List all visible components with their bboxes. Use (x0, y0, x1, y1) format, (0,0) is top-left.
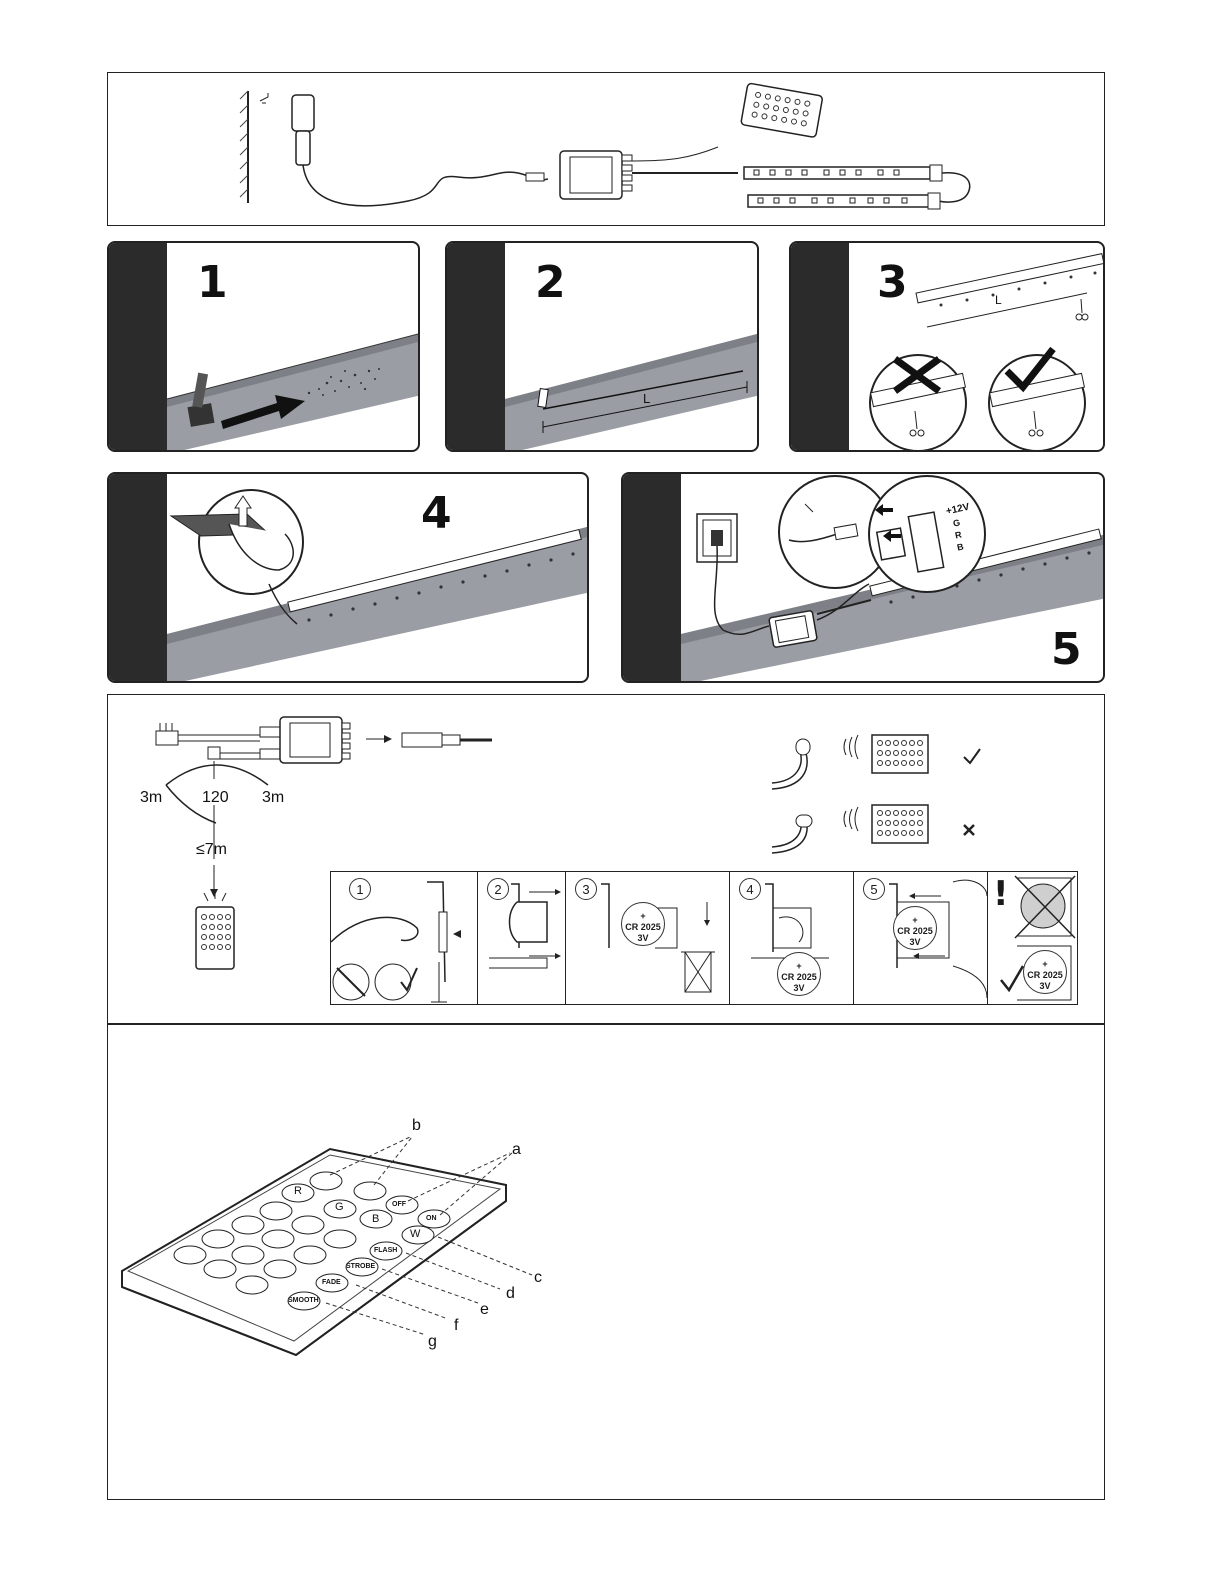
step-4-panel: 4 (107, 472, 589, 683)
callout-d: d (506, 1285, 515, 1303)
step-5-panel: 5 +12V G R B (621, 472, 1105, 683)
battery-type: CR 2025 (1024, 970, 1066, 981)
button-b: B (372, 1213, 379, 1225)
callout-c: c (534, 1269, 542, 1287)
battery-type: CR 2025 (778, 972, 820, 983)
measure-length-illustration (447, 243, 759, 452)
battery-step-5: 5 + CR 2025 3V (853, 872, 988, 1004)
step-number: 4 (421, 488, 452, 539)
battery-coin: + CR 2025 3V (1023, 950, 1067, 994)
peel-and-stick-illustration (109, 474, 589, 683)
right-range-label: 3m (262, 789, 284, 807)
clean-surface-illustration (109, 243, 420, 452)
remote-panel: R G B W OFF ON FLASH STROBE FADE SMOOTH … (107, 1024, 1105, 1500)
length-label: L (995, 293, 1002, 307)
battery-coin: + CR 2025 3V (893, 906, 937, 950)
sensor-battery-panel: 3m 120 3m ≤7m 1 2 (107, 694, 1105, 1024)
battery-polarity: + (778, 961, 820, 972)
button-w: W (410, 1228, 420, 1240)
step-1-panel: 1 (107, 241, 420, 452)
battery-coin: + CR 2025 3V (621, 902, 665, 946)
step-number: 1 (197, 257, 228, 308)
callout-a: a (512, 1141, 521, 1159)
pin-label-r: R (954, 529, 962, 540)
battery-polarity: + (1024, 959, 1066, 970)
angle-label: 120 (202, 789, 229, 807)
battery-step-2: 2 (477, 872, 566, 1004)
battery-type: CR 2025 (622, 922, 664, 933)
battery-polarity: + (622, 911, 664, 922)
battery-voltage: 3V (778, 983, 820, 994)
left-range-label: 3m (140, 789, 162, 807)
battery-polarity: + (894, 915, 936, 926)
button-off: OFF (392, 1201, 406, 1208)
remote-illustration (108, 1025, 1105, 1500)
overview-illustration (108, 73, 1105, 226)
length-label: L (643, 391, 650, 406)
battery-step-4: 4 + CR 2025 3V (729, 872, 854, 1004)
callout-e: e (480, 1301, 489, 1319)
step-number: 5 (1051, 624, 1082, 675)
battery-steps: 1 2 3 (330, 871, 1078, 1005)
battery-voltage: 3V (1024, 981, 1066, 992)
battery-voltage: 3V (622, 933, 664, 944)
step-2-panel: 2 L (445, 241, 759, 452)
callout-f: f (454, 1317, 458, 1335)
button-fade: FADE (322, 1279, 341, 1286)
connect-controller-illustration (623, 474, 1105, 683)
battery-step-1: 1 (331, 872, 478, 1004)
button-r: R (294, 1185, 302, 1197)
callout-g: g (428, 1333, 437, 1351)
pin-label-b: B (956, 541, 964, 552)
button-smooth: SMOOTH (288, 1297, 319, 1304)
battery-warning: ! + CR 2025 3V (987, 872, 1078, 1004)
battery-coin: + CR 2025 3V (777, 952, 821, 996)
button-on: ON (426, 1215, 437, 1222)
callout-b: b (412, 1117, 421, 1135)
step-number: 3 (877, 257, 908, 308)
max-range-label: ≤7m (196, 841, 227, 859)
overview-panel (107, 72, 1105, 226)
button-flash: FLASH (374, 1247, 397, 1254)
step-3-panel: 3 L (789, 241, 1105, 452)
battery-type: CR 2025 (894, 926, 936, 937)
button-g: G (335, 1201, 344, 1213)
battery-voltage: 3V (894, 937, 936, 948)
battery-step-3: 3 + CR 2025 3V (565, 872, 730, 1004)
cut-strip-illustration (791, 243, 1105, 452)
button-strobe: STROBE (346, 1263, 375, 1270)
step-number: 2 (535, 257, 566, 308)
